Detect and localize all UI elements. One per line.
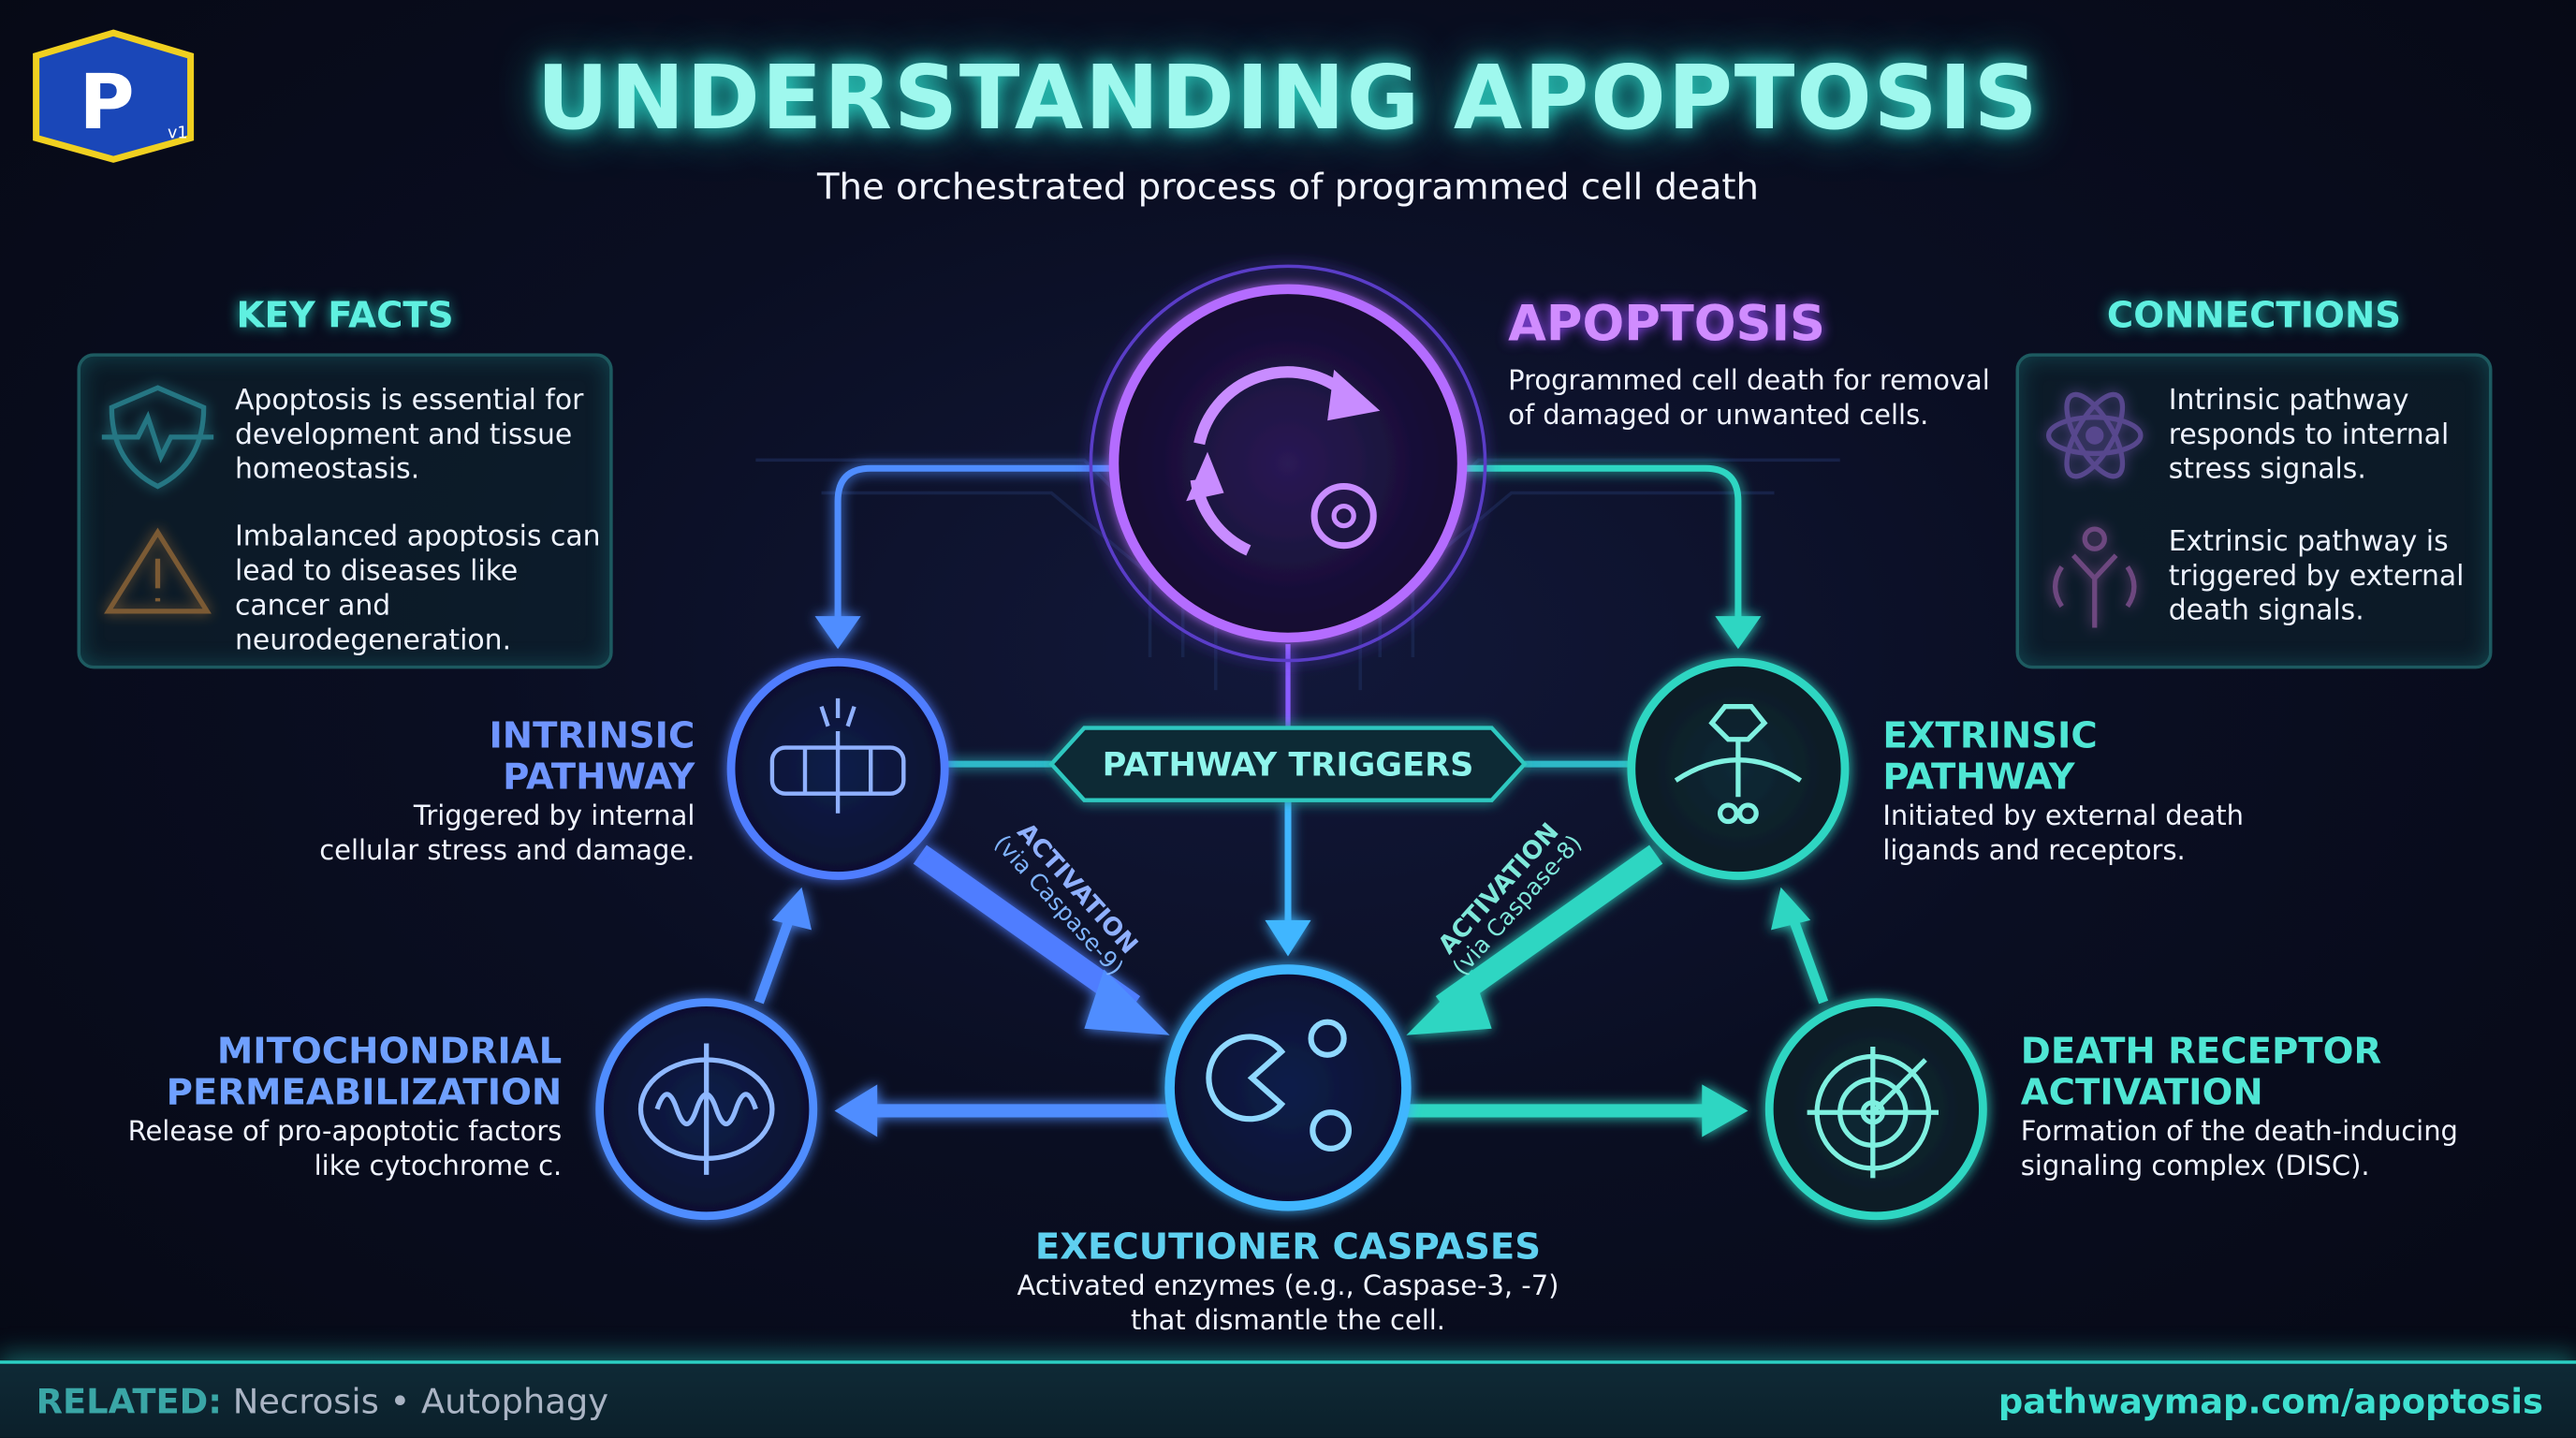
enzyme-icon — [1206, 1019, 1353, 1152]
arrow-apoptosis-to-intrinsic — [834, 464, 1118, 624]
footer-url-link[interactable]: pathwaymap.com/apoptosis — [1998, 1382, 2543, 1422]
page-title: UNDERSTANDING APOPTOSIS — [536, 46, 2040, 150]
arrow-death-receptor-to-extrinsic — [1786, 910, 1829, 1005]
arrow-intrinsic-to-executioner — [913, 844, 1141, 1016]
arrow-extrinsic-to-executioner — [1435, 844, 1663, 1016]
svg-text:v1: v1 — [168, 124, 188, 142]
related-links: RELATED: Necrosis • Autophagy — [36, 1382, 609, 1422]
logo: P v1 — [33, 29, 195, 163]
extrinsic-label: EXTRINSIC PATHWAY Initiated by external … — [1882, 716, 2244, 866]
mitochondrial-label: MITOCHONDRIAL PERMEABILIZATION Release o… — [127, 1032, 563, 1181]
arrow-apoptosis-to-extrinsic — [1458, 464, 1742, 624]
node-apoptosis-circle — [1089, 264, 1487, 663]
arrow-mitochondrial-to-intrinsic — [754, 910, 797, 1005]
membrane-icon — [769, 697, 906, 814]
apoptosis-desc: Programmed cell death for removal of dam… — [1508, 364, 1990, 431]
mitochondria-icon — [637, 1043, 775, 1175]
pathway-triggers: PATHWAY TRIGGERS — [1102, 744, 1474, 785]
page-subtitle: The orchestrated process of programmed c… — [816, 168, 1759, 209]
intrinsic-label: INTRINSIC PATHWAY Triggered by internal … — [319, 716, 695, 866]
footer: RELATED: Necrosis • Autophagy pathwaymap… — [0, 1360, 2576, 1438]
cycle-cell-icon — [1186, 366, 1381, 556]
connection-1: Intrinsic pathway responds to internal s… — [2168, 384, 2450, 487]
executioner-label: EXECUTIONER CASPASES Activated enzymes (… — [1017, 1227, 1559, 1336]
key-facts-heading: KEY FACTS — [236, 295, 454, 337]
target-icon — [1807, 1046, 1939, 1179]
death-receptor-label: DEATH RECEPTOR ACTIVATION Formation of t… — [2020, 1032, 2458, 1181]
related-items[interactable]: Necrosis • Autophagy — [232, 1382, 609, 1422]
svg-text:P: P — [79, 59, 134, 147]
connection-2: Extrinsic pathway is triggered by extern… — [2168, 525, 2465, 628]
key-facts-panel — [77, 353, 613, 669]
connections-heading: CONNECTIONS — [2106, 295, 2402, 337]
node-executioner-circle — [1164, 964, 1412, 1211]
key-fact-1: Apoptosis is essential for development a… — [234, 384, 584, 487]
apoptosis-title: APOPTOSIS — [1508, 295, 1825, 354]
key-fact-2: Imbalanced apoptosis can lead to disease… — [234, 521, 601, 658]
receptor-icon — [1674, 704, 1803, 825]
pathway-triggers-box — [1048, 726, 1528, 802]
connections-panel — [2015, 353, 2493, 669]
